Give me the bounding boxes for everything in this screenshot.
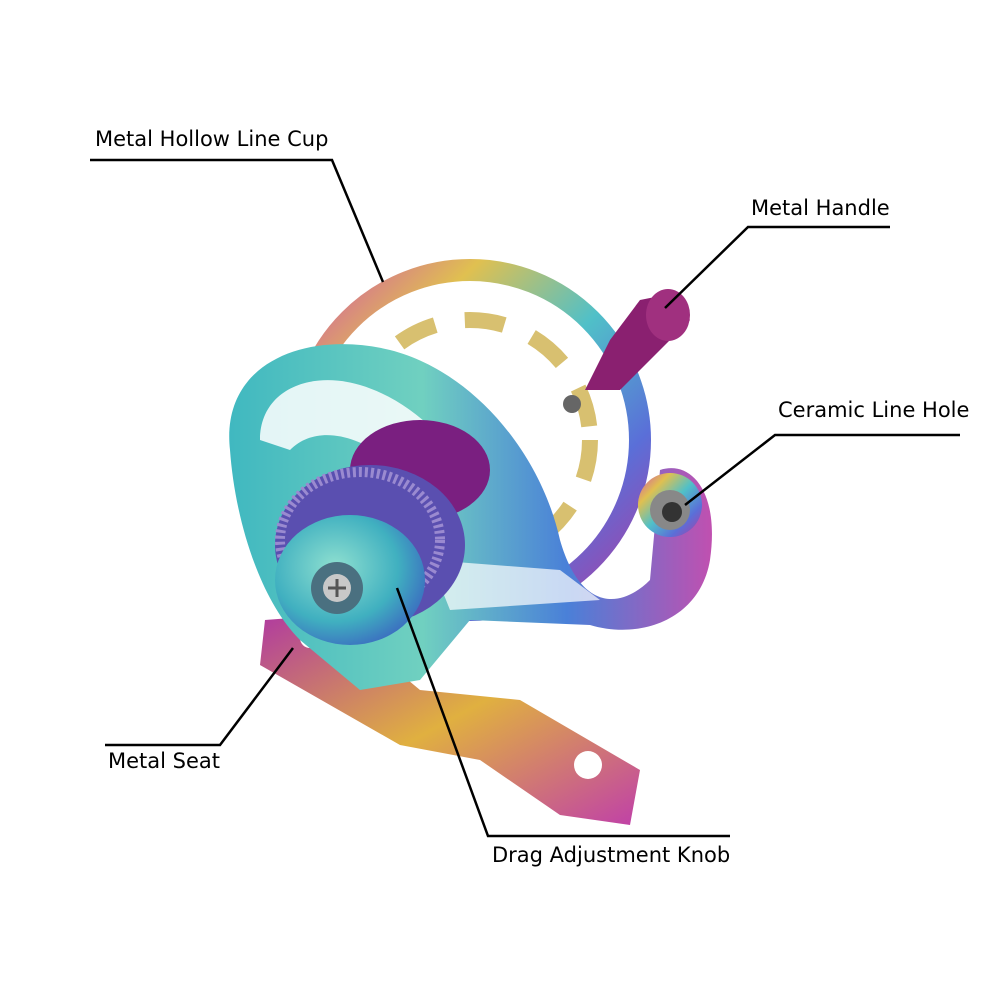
callout-drag-knob — [395, 587, 730, 838]
label-line-hole: Ceramic Line Hole — [778, 398, 970, 422]
drag-knob-shape — [275, 465, 465, 645]
callout-seat — [105, 647, 294, 747]
metal-handle-shape — [563, 289, 690, 413]
label-drag-knob: Drag Adjustment Knob — [492, 843, 731, 867]
label-seat: Metal Seat — [108, 749, 221, 773]
callout-line-cup — [90, 158, 385, 283]
ceramic-line-hole-shape — [638, 473, 702, 537]
callout-handle — [664, 225, 890, 309]
label-line-cup: Metal Hollow Line Cup — [95, 127, 329, 151]
callout-lines — [90, 158, 960, 838]
callout-line-hole — [684, 433, 960, 506]
label-handle: Metal Handle — [751, 196, 890, 220]
